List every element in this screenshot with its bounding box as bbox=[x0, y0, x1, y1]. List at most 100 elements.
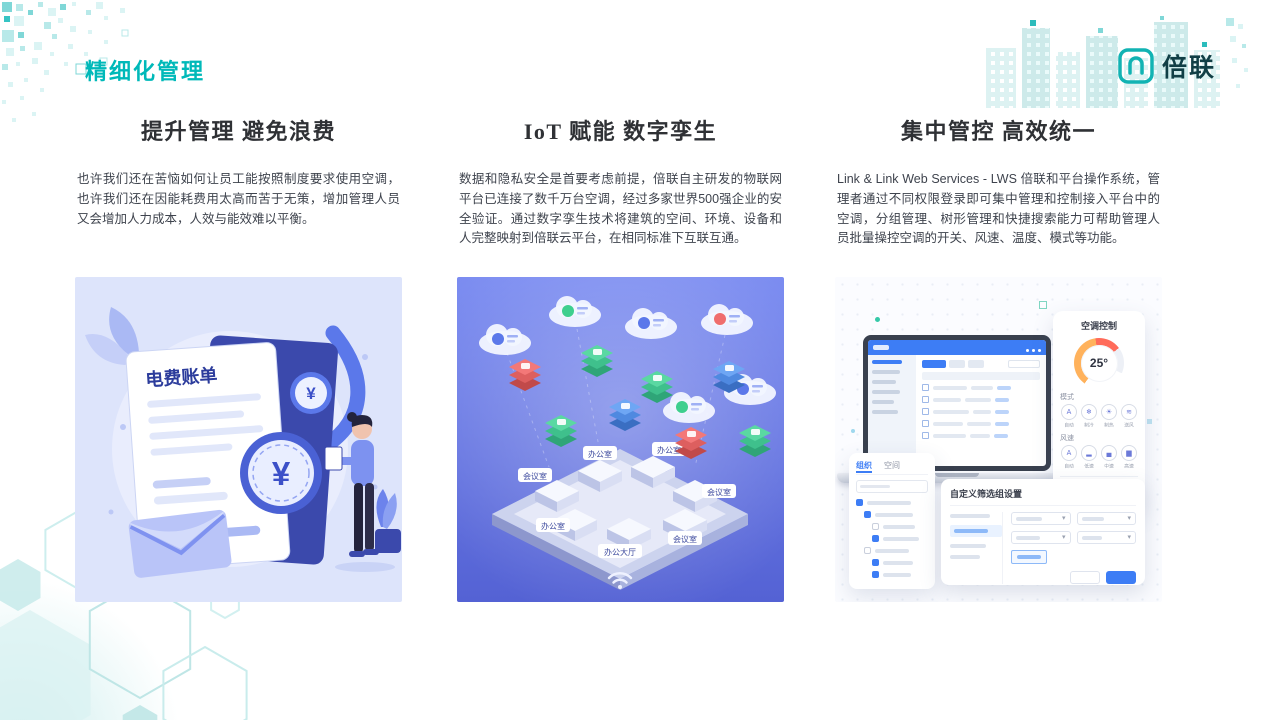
fan-high-icon: ▆ bbox=[1121, 445, 1137, 461]
table-row bbox=[922, 420, 1040, 427]
table-toolbar bbox=[922, 360, 1040, 368]
fan-speed-label: 风速 bbox=[1060, 435, 1074, 442]
checkbox bbox=[872, 559, 879, 566]
fan-option-high: ▆高速 bbox=[1120, 445, 1138, 470]
temperature-value: 25° bbox=[1089, 356, 1109, 370]
brand-logo-icon bbox=[1118, 48, 1154, 84]
column-body: 数据和隐私安全是首要考虑前提，倍联自主研发的物联网平台已连接了数千万台空调，经过… bbox=[459, 172, 782, 246]
snowflake-icon: ❄ bbox=[1081, 404, 1097, 420]
filter-group-item-active bbox=[950, 525, 1002, 537]
secondary-button bbox=[968, 360, 984, 368]
svg-text:会议室: 会议室 bbox=[673, 534, 697, 544]
mode-label: 模式 bbox=[1060, 394, 1074, 401]
search-input bbox=[1008, 360, 1040, 368]
user-menu-dots bbox=[1023, 340, 1041, 357]
accent-dot bbox=[851, 429, 855, 433]
cloud-icon bbox=[549, 296, 601, 327]
tree-item bbox=[864, 547, 928, 554]
room-box bbox=[631, 456, 675, 488]
tree-item bbox=[872, 559, 928, 566]
accent-square bbox=[1039, 301, 1047, 309]
sidebar-item bbox=[872, 390, 900, 394]
fan-option-low: ▂低速 bbox=[1080, 445, 1098, 470]
room-label: 会议室 bbox=[702, 484, 736, 498]
device-stack-green bbox=[581, 345, 613, 377]
filter-group-list bbox=[950, 512, 1003, 584]
svg-text:办公室: 办公室 bbox=[541, 521, 565, 531]
table-row bbox=[922, 396, 1040, 403]
ac-panel-title: 空调控制 bbox=[1080, 321, 1117, 331]
sidebar-item bbox=[872, 400, 894, 404]
fan-option-mid: ▄中速 bbox=[1100, 445, 1118, 470]
fan-mid-icon: ▄ bbox=[1101, 445, 1117, 461]
device-stack-red bbox=[675, 427, 707, 459]
chevron-down-icon: ▾ bbox=[1127, 534, 1131, 541]
room-label: 办公大厅 bbox=[598, 544, 642, 558]
tree-item bbox=[856, 499, 928, 506]
cloud-icon bbox=[625, 308, 677, 339]
list-item-placeholder bbox=[950, 514, 990, 518]
tree-item bbox=[864, 511, 928, 518]
room-label: 办公室 bbox=[652, 442, 686, 456]
cancel-button bbox=[1070, 571, 1100, 584]
column-control: 集中管控 高效统一 Link & Link Web Services - LWS… bbox=[835, 108, 1162, 608]
accent-square bbox=[1147, 419, 1152, 424]
column-body: 也许我们还在苦恼如何让员工能按照制度要求使用空调，也许我们还在因能耗费用太高而苦… bbox=[77, 172, 400, 226]
sidebar-item bbox=[872, 410, 898, 414]
mode-auto-icon: A bbox=[1061, 404, 1077, 420]
billing-illustration-svg: 电费账单 ¥ ¥ bbox=[75, 277, 402, 602]
envelope-icon bbox=[128, 509, 232, 578]
tab-space: 空间 bbox=[884, 461, 900, 470]
filter-panel-title: 自定义筛选组设置 bbox=[950, 487, 1136, 506]
secondary-button bbox=[949, 360, 965, 368]
table-header bbox=[922, 372, 1040, 380]
coin-small: ¥ bbox=[290, 372, 332, 414]
filter-tag bbox=[1011, 550, 1047, 564]
checkbox bbox=[872, 571, 879, 578]
brand-logo: 倍联 bbox=[1118, 48, 1216, 84]
filter-select: ▾ bbox=[1011, 531, 1071, 544]
person bbox=[324, 412, 395, 572]
room-box bbox=[535, 480, 579, 512]
dashboard-table bbox=[916, 355, 1046, 466]
cloud-icon bbox=[479, 324, 531, 355]
column-heading: 提升管理 避免浪费 bbox=[140, 119, 336, 144]
dashboard-sidebar bbox=[868, 355, 916, 466]
tab-organization: 组织 bbox=[856, 461, 872, 470]
tree-search-input bbox=[856, 480, 928, 493]
cloud-icon bbox=[701, 304, 753, 335]
divider bbox=[1060, 476, 1138, 477]
laptop-base bbox=[837, 473, 1077, 483]
room-box bbox=[578, 460, 622, 492]
dashboard-logo bbox=[873, 345, 889, 350]
cloud-icon bbox=[663, 392, 715, 423]
column-management: 提升管理 避免浪费 也许我们还在苦恼如何让员工能按照制度要求使用空调，也许我们还… bbox=[75, 108, 402, 608]
laptop-hinge bbox=[935, 473, 979, 477]
brand-name: 倍联 bbox=[1161, 54, 1216, 82]
table-row bbox=[922, 432, 1040, 439]
dashboard-topbar bbox=[868, 340, 1046, 355]
tree-item bbox=[872, 571, 928, 578]
filter-settings-panel: 自定义筛选组设置 ▾ ▾ ▾ bbox=[941, 479, 1145, 585]
wifi-icon bbox=[607, 571, 633, 589]
mode-option-cool: ❄制冷 bbox=[1080, 404, 1098, 429]
sidebar-item bbox=[872, 360, 902, 364]
bill-title: 电费账单 bbox=[145, 364, 218, 390]
device-stack-blue bbox=[713, 361, 745, 393]
checkbox bbox=[864, 547, 871, 554]
checkbox bbox=[856, 499, 863, 506]
digital-twin-svg: 会议室 办公室 办公室 会议室 bbox=[457, 277, 784, 602]
svg-text:办公室: 办公室 bbox=[588, 449, 612, 459]
fan-low-icon: ▂ bbox=[1081, 445, 1097, 461]
primary-button bbox=[922, 360, 946, 368]
column-iot: IoT 赋能 数字孪生 数据和隐私安全是首要考虑前提，倍联自主研发的物联网平台已… bbox=[457, 108, 784, 608]
column-heading: IoT 赋能 数字孪生 bbox=[523, 119, 718, 144]
chevron-down-icon: ▾ bbox=[1127, 515, 1131, 522]
